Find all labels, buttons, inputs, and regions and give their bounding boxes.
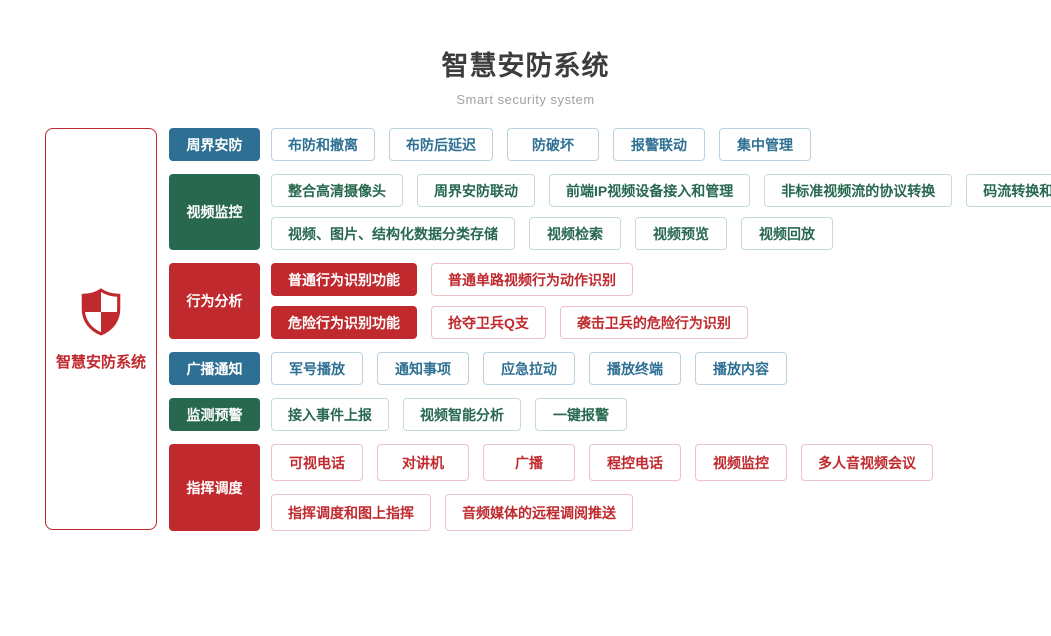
feature-item: 普通行为识别功能 [271,263,417,296]
feature-item: 视频回放 [741,217,833,250]
feature-line: 布防和撤离布防后延迟防破坏报警联动集中管理 [271,128,811,161]
category-row: 行为分析普通行为识别功能普通单路视频行为动作识别危险行为识别功能抢夺卫兵Q支袭击… [169,263,1051,339]
feature-item: 播放终端 [589,352,681,385]
feature-item: 布防后延迟 [389,128,493,161]
feature-item: 危险行为识别功能 [271,306,417,339]
page-header: 智慧安防系统 Smart security system [0,44,1051,107]
feature-item: 音频媒体的远程调阅推送 [445,494,633,531]
feature-item: 视频、图片、结构化数据分类存储 [271,217,515,250]
feature-line: 接入事件上报视频智能分析一键报警 [271,398,627,431]
feature-item: 对讲机 [377,444,469,481]
feature-item: 播放内容 [695,352,787,385]
category-label: 指挥调度 [169,444,260,531]
feature-item: 指挥调度和图上指挥 [271,494,431,531]
feature-item: 视频检索 [529,217,621,250]
feature-item: 程控电话 [589,444,681,481]
feature-item: 可视电话 [271,444,363,481]
feature-item: 多人音视频会议 [801,444,933,481]
category-label: 视频监控 [169,174,260,250]
category-label: 行为分析 [169,263,260,339]
feature-item: 袭击卫兵的危险行为识别 [559,306,748,339]
feature-item: 应急拉动 [483,352,575,385]
feature-line: 视频、图片、结构化数据分类存储视频检索视频预览视频回放 [271,217,1051,250]
feature-item: 报警联动 [613,128,705,161]
feature-item: 整合高清摄像头 [271,174,403,207]
category-row: 广播通知军号播放通知事项应急拉动播放终端播放内容 [169,352,1051,385]
category-lines: 可视电话对讲机广播程控电话视频监控多人音视频会议指挥调度和图上指挥音频媒体的远程… [271,444,933,531]
feature-line: 军号播放通知事项应急拉动播放终端播放内容 [271,352,787,385]
category-row: 监测预警接入事件上报视频智能分析一键报警 [169,398,1051,431]
category-lines: 接入事件上报视频智能分析一键报警 [271,398,627,431]
category-label: 周界安防 [169,128,260,161]
feature-item: 非标准视频流的协议转换 [764,174,953,207]
category-row: 周界安防布防和撤离布防后延迟防破坏报警联动集中管理 [169,128,1051,161]
category-lines: 普通行为识别功能普通单路视频行为动作识别危险行为识别功能抢夺卫兵Q支袭击卫兵的危… [271,263,748,339]
category-lines: 军号播放通知事项应急拉动播放终端播放内容 [271,352,787,385]
category-lines: 布防和撤离布防后延迟防破坏报警联动集中管理 [271,128,811,161]
feature-item: 接入事件上报 [271,398,389,431]
category-row: 视频监控整合高清摄像头周界安防联动前端IP视频设备接入和管理非标准视频流的协议转… [169,174,1051,250]
feature-line: 可视电话对讲机广播程控电话视频监控多人音视频会议 [271,444,933,481]
feature-item: 布防和撤离 [271,128,375,161]
feature-line: 危险行为识别功能抢夺卫兵Q支袭击卫兵的危险行为识别 [271,306,748,339]
feature-item: 前端IP视频设备接入和管理 [549,174,751,207]
category-label: 广播通知 [169,352,260,385]
category-label: 监测预警 [169,398,260,431]
category-lines: 整合高清摄像头周界安防联动前端IP视频设备接入和管理非标准视频流的协议转换码流转… [271,174,1051,250]
feature-item: 广播 [483,444,575,481]
feature-line: 整合高清摄像头周界安防联动前端IP视频设备接入和管理非标准视频流的协议转换码流转… [271,174,1051,207]
category-rows: 周界安防布防和撤离布防后延迟防破坏报警联动集中管理视频监控整合高清摄像头周界安防… [169,128,1051,531]
feature-item: 集中管理 [719,128,811,161]
root-label: 智慧安防系统 [55,353,146,371]
diagram: 智慧安防系统 周界安防布防和撤离布防后延迟防破坏报警联动集中管理视频监控整合高清… [45,128,1051,531]
root-node: 智慧安防系统 [45,128,157,530]
page-subtitle: Smart security system [456,92,595,107]
feature-item: 视频监控 [695,444,787,481]
feature-item: 防破坏 [507,128,599,161]
feature-item: 普通单路视频行为动作识别 [431,263,633,296]
feature-item: 周界安防联动 [417,174,535,207]
feature-line: 指挥调度和图上指挥音频媒体的远程调阅推送 [271,494,933,531]
feature-item: 一键报警 [535,398,627,431]
category-row: 指挥调度可视电话对讲机广播程控电话视频监控多人音视频会议指挥调度和图上指挥音频媒… [169,444,1051,531]
feature-item: 抢夺卫兵Q支 [431,306,546,339]
feature-item: 通知事项 [377,352,469,385]
feature-line: 普通行为识别功能普通单路视频行为动作识别 [271,263,748,296]
feature-item: 视频预览 [635,217,727,250]
page-title: 智慧安防系统 [441,51,610,81]
feature-item: 军号播放 [271,352,363,385]
feature-item: 视频智能分析 [403,398,521,431]
shield-icon [81,287,121,336]
feature-item: 码流转换和接口转换 [966,174,1051,207]
